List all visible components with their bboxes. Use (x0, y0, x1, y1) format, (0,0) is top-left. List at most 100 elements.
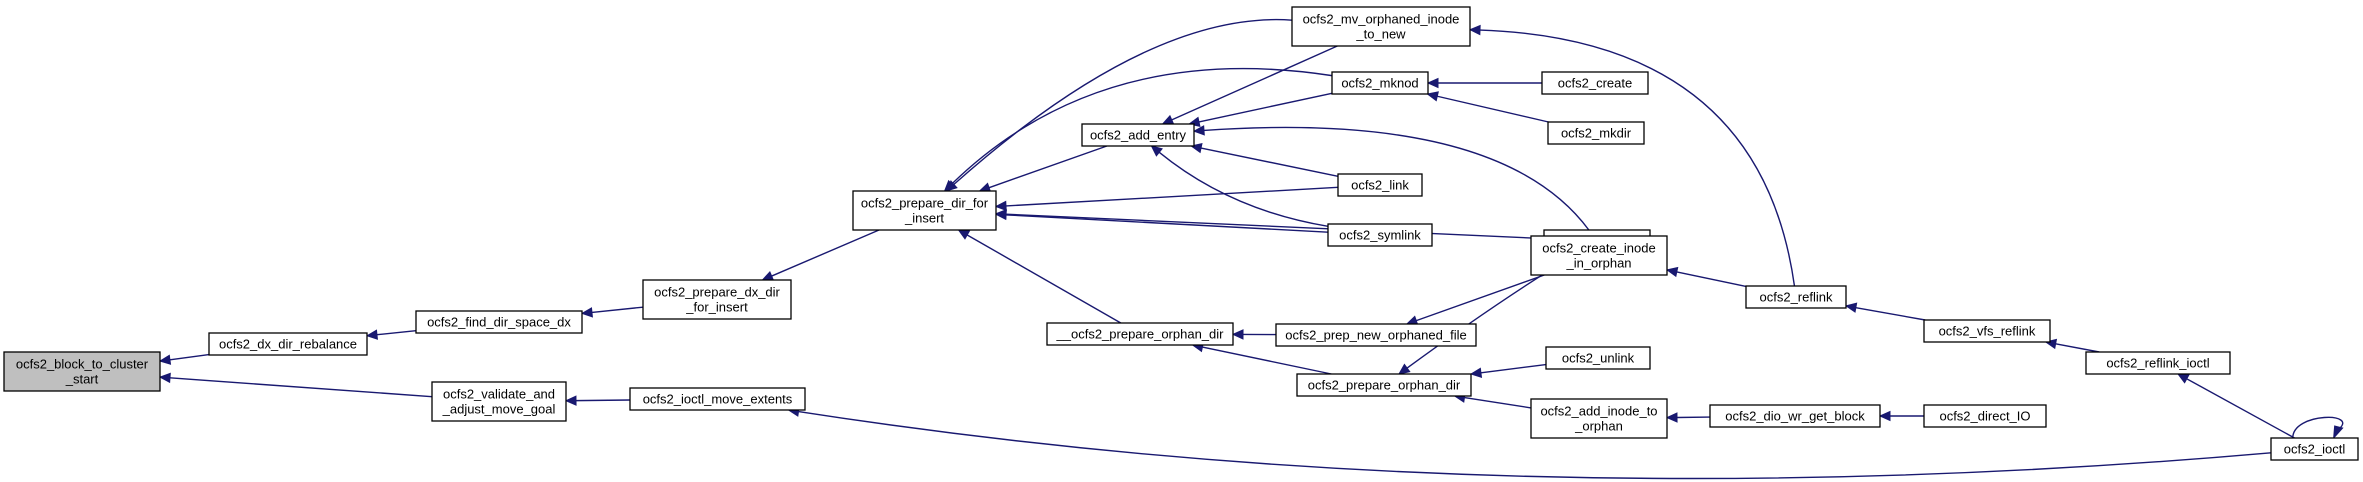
node-add-inode-to-orphan[interactable]: ocfs2_add_inode_to_orphan (1530, 398, 1668, 439)
edge-line (1005, 186, 1339, 207)
node-label: ocfs2_prepare_dir_for (861, 196, 989, 211)
edge-add-entry-to-prepare-dir-for-insert (978, 145, 1108, 193)
node-validate-and-adjust[interactable]: ocfs2_validate_and_adjust_move_goal (431, 381, 567, 422)
edge-line (591, 306, 644, 314)
node-box (1291, 6, 1471, 47)
edge-line (1202, 346, 1332, 375)
edge-line (1200, 147, 1339, 178)
node-create-inode-in-orphan[interactable]: ocfs2_create_inode_in_orphan (1530, 235, 1668, 276)
node-mknod[interactable]: ocfs2_mknod (1331, 71, 1429, 95)
node-box (1745, 285, 1847, 309)
node-label: ocfs2_block_to_cluster (16, 357, 149, 372)
edge-line (2186, 378, 2295, 439)
arrowhead (957, 229, 971, 240)
edge-validate-and-adjust-to-block-to-cluster-start (158, 372, 433, 398)
arrowhead (1161, 114, 1175, 125)
edge-ioctl-to-ioctl-move-extents (787, 406, 2272, 480)
node-box (852, 190, 997, 231)
node-box (642, 279, 792, 320)
edge-line (1005, 214, 1329, 233)
node-find-dir-space-dx[interactable]: ocfs2_find_dir_space_dx (415, 310, 583, 334)
node-label: ocfs2_unlink (1562, 351, 1635, 366)
node-label: ocfs2_add_inode_to (1540, 404, 1657, 419)
edge-reflink-to-mv-orphaned-inode-to-new (1468, 24, 1796, 287)
node-box (1530, 235, 1668, 276)
node-dx-dir-rebalance[interactable]: ocfs2_dx_dir_rebalance (208, 332, 368, 356)
node-label: ocfs2_reflink (1760, 290, 1833, 305)
edge-line (1171, 45, 1338, 121)
edge-line (1158, 151, 1329, 228)
node-prepare-dx-dir-for-insert[interactable]: ocfs2_prepare_dx_dir_for_insert (642, 279, 792, 320)
node-box (431, 381, 567, 422)
node-mkdir[interactable]: ocfs2_mkdir (1547, 121, 1645, 145)
edge-line (2292, 416, 2344, 439)
node-mv-orphaned-inode-to-new[interactable]: ocfs2_mv_orphaned_inode_to_new (1291, 6, 1471, 47)
edge-line (966, 234, 1122, 324)
node-unlink[interactable]: ocfs2_unlink (1545, 346, 1651, 370)
edge-line (1479, 29, 1796, 287)
node-label: _to_new (1355, 27, 1406, 42)
node-prepare-orphan-dir[interactable]: ocfs2_prepare_orphan_dir (1296, 373, 1472, 397)
edge-dx-dir-rebalance-to-block-to-cluster-start (158, 353, 210, 365)
edge-line (798, 410, 2272, 480)
edge-prepare-dx-dir-for-insert-to-find-dir-space-dx (580, 306, 644, 318)
edge-ioctl-to-reflink-ioctl (2176, 373, 2295, 439)
node-link[interactable]: ocfs2_link (1337, 173, 1423, 197)
node-label: ocfs2_create (1558, 76, 1632, 91)
arrowhead (1878, 410, 1891, 422)
node-box (1709, 404, 1881, 428)
arrowhead (761, 271, 775, 281)
arrowhead (994, 200, 1007, 212)
node-ioctl[interactable]: ocfs2_ioctl (2270, 437, 2359, 461)
arrowhead (1844, 302, 1858, 313)
node-label: _insert (904, 211, 944, 226)
node-direct-IO[interactable]: ocfs2_direct_IO (1923, 404, 2047, 428)
edge-direct-IO-to-dio-wr-get-block (1878, 410, 1924, 422)
edge-dio-wr-get-block-to-add-inode-to-orphan (1665, 412, 1711, 423)
node-label: _for_insert (685, 300, 748, 315)
edge-line (1005, 213, 1545, 240)
edge-prepare-dir-for-insert-to-prepare-dx-dir-for-insert (761, 229, 880, 281)
edge-rename-to-prepare-dir-for-insert (994, 208, 1545, 240)
node-label: ocfs2_dx_dir_rebalance (219, 337, 357, 352)
node-block-to-cluster-start[interactable]: ocfs2_block_to_cluster_start (3, 351, 161, 392)
node-reflink-ioctl[interactable]: ocfs2_reflink_ioctl (2085, 351, 2231, 375)
edge-prepare-orphan-dir-to-prepare-orphan-dir-dunder (1191, 341, 1332, 375)
edge-mknod-to-add-entry (1188, 92, 1333, 127)
edge-line (1416, 274, 1545, 322)
node-symlink[interactable]: ocfs2_symlink (1327, 223, 1433, 247)
node-prepare-orphan-dir-dunder[interactable]: __ocfs2_prepare_orphan_dir (1046, 322, 1234, 346)
node-prepare-dir-for-insert[interactable]: ocfs2_prepare_dir_for_insert (852, 190, 997, 231)
node-dio-wr-get-block[interactable]: ocfs2_dio_wr_get_block (1709, 404, 1881, 428)
node-create[interactable]: ocfs2_create (1541, 71, 1649, 95)
node-label: __ocfs2_prepare_orphan_dir (1056, 327, 1225, 342)
edge-ioctl-self-loop (2292, 416, 2344, 440)
node-box (1923, 404, 2047, 428)
node-label: ocfs2_ioctl (2284, 442, 2346, 457)
node-label: ocfs2_mknod (1341, 76, 1418, 91)
node-label: ocfs2_symlink (1339, 228, 1421, 243)
node-vfs-reflink[interactable]: ocfs2_vfs_reflink (1923, 319, 2051, 343)
node-label: ocfs2_add_entry (1090, 128, 1187, 143)
arrowhead (943, 179, 956, 192)
node-label: ocfs2_prepare_dx_dir (654, 285, 780, 300)
node-box (1923, 319, 2051, 343)
edge-line (953, 18, 1293, 185)
arrowhead (994, 208, 1007, 220)
arrowhead (1426, 77, 1439, 89)
edge-line (1855, 306, 1926, 321)
node-label: _adjust_move_goal (442, 402, 556, 417)
node-prep-new-orphaned-file[interactable]: ocfs2_prep_new_orphaned_file (1275, 323, 1477, 347)
edge-line (169, 377, 433, 398)
node-box (1331, 71, 1429, 95)
node-reflink[interactable]: ocfs2_reflink (1745, 285, 1847, 309)
arrowhead (158, 354, 172, 365)
edge-mv-orphaned-inode-to-new-to-add-entry (1161, 45, 1338, 125)
node-add-entry[interactable]: ocfs2_add_entry (1081, 123, 1195, 147)
edge-find-dir-space-dx-to-dx-dir-rebalance (365, 329, 417, 340)
node-box (2085, 351, 2231, 375)
edge-mkdir-to-mknod (1426, 91, 1549, 123)
node-ioctl-move-extents[interactable]: ocfs2_ioctl_move_extents (629, 387, 806, 411)
node-label: ocfs2_mkdir (1561, 126, 1632, 141)
